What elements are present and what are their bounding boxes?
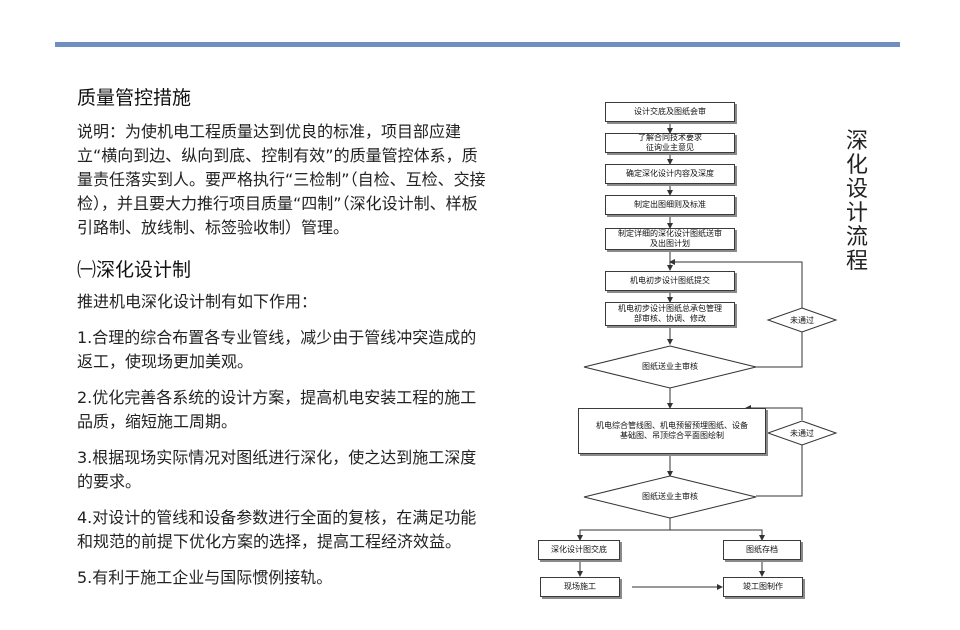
description-paragraph: 说明：为使机电工程质量达到优良的标准，项目部应建立“横向到边、纵向到底、控制有效… — [77, 122, 486, 237]
flowchart: 设计交底及图纸会审 了解合同技术要求 征询业主意见 确定深化设计内容及深度 制定… — [530, 90, 860, 605]
list-item: 3.根据现场实际情况对图纸进行深化，使之达到施工深度的要求。 — [77, 448, 477, 491]
step-as-built-drawings: 竣工图制作 — [723, 577, 803, 597]
step-preliminary-submit: 机电初步设计图纸提交 — [605, 271, 735, 291]
list-item: 2.优化完善各系统的设计方案，提高机电安装工程的施工品质，缩短施工周期。 — [77, 388, 477, 431]
text-column: 质量管控措施 说明：为使机电工程质量达到优良的标准，项目部应建立“横向到边、纵向… — [77, 86, 487, 602]
top-divider — [55, 42, 900, 47]
decision-owner-review: 图纸送业主审核 — [642, 362, 698, 371]
list-item: 1.合理的综合布置各专业管线，减少由于管线冲突造成的返工，使现场更加美观。 — [77, 328, 477, 371]
step-design-handover: 深化设计图交底 — [538, 540, 620, 560]
step-determine-scope: 确定深化设计内容及深度 — [605, 164, 735, 184]
decision-diamond — [583, 345, 757, 389]
decision-diamond — [583, 475, 757, 519]
flowchart-title: 深化设计流程 — [845, 129, 868, 274]
page-title: 质量管控措施 — [77, 87, 192, 109]
return-line — [669, 259, 803, 308]
flow-arrow — [670, 529, 765, 541]
step-drawing-rules: 制定出图细则及标准 — [605, 195, 735, 215]
reject-diamond — [766, 420, 838, 446]
step-submission-plan: 制定详细的深化设计图纸送审 及出图计划 — [605, 228, 735, 250]
intro-text: 推进机电深化设计制有如下作用： — [77, 292, 318, 311]
step-drawing-archive: 图纸存档 — [723, 540, 801, 560]
reject-line — [756, 332, 803, 368]
step-design-briefing: 设计交底及图纸会审 — [605, 102, 735, 122]
list-item: 5.有利于施工企业与国际惯例接轨。 — [77, 568, 333, 587]
decision-owner-review: 图纸送业主审核 — [642, 492, 698, 501]
flow-arrow — [577, 518, 671, 541]
reject-label: 未通过 — [790, 316, 814, 325]
list-item: 4.对设计的管线和设备参数进行全面的复核，在满足功能和规范的前提下优化方案的选择… — [77, 508, 477, 551]
reject-diamond — [766, 307, 838, 333]
step-contract-requirements: 了解合同技术要求 征询业主意见 — [605, 133, 735, 153]
section-title: ㈠深化设计制 — [77, 259, 192, 281]
step-contractor-review: 机电初步设计图纸总承包管理 部审核、协调、修改 — [605, 302, 735, 326]
reject-line — [756, 445, 803, 497]
reject-label: 未通过 — [790, 429, 814, 438]
step-integrated-drawings: 机电综合管线图、机电预留预埋图纸、设备 基础图、吊顶综合平面图绘制 — [578, 408, 766, 454]
step-site-construction: 现场施工 — [540, 577, 620, 597]
